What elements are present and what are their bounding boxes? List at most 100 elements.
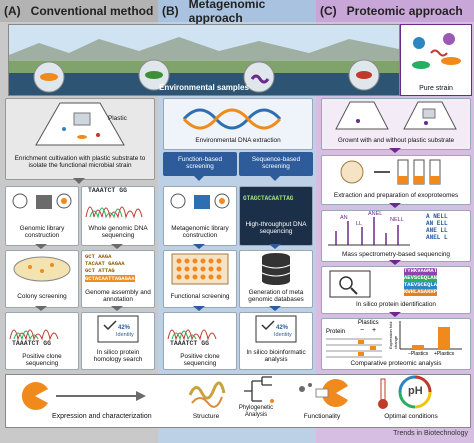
wgs-card: TAAATCT GG Whole genomic DNA sequencing: [81, 186, 155, 246]
characterization-strip: Expression and characterization Structur…: [5, 374, 471, 428]
functionality-icon: [299, 379, 348, 407]
petri-dish-icon: [13, 256, 71, 282]
identity-pct: 42%: [118, 325, 131, 331]
monitor-icon: [255, 315, 297, 343]
chromatogram-icon: [85, 206, 143, 219]
insilico-seq-1: TYHKVAGMAT: [404, 267, 438, 275]
ms-label: Mass spectrometry-based sequencing: [342, 251, 450, 258]
ph-icon: [398, 375, 432, 409]
panel-a-tag: (A): [4, 4, 21, 18]
flow-arrow: [35, 244, 47, 249]
hts-card: GTAGCTACAATTAG High-throughput DNA seque…: [239, 186, 313, 246]
databases-label: Generation of meta genomic databases: [248, 289, 304, 304]
sequence-based-card: Sequence-based screening: [239, 152, 313, 176]
sequence-based-label: Sequence-based screening: [251, 156, 301, 171]
hts-label: High-throughput DNA sequencing: [245, 221, 307, 236]
panel-a-title: Conventional method: [30, 4, 154, 18]
two-flasks-icon: [335, 101, 457, 130]
environment-label: Environmental samples: [159, 83, 249, 92]
credit-text: Trends in Biotechnology: [393, 430, 468, 437]
panel-a-header: (A) Conventional method: [0, 0, 158, 22]
exoproteome-card: Extraction and preparation of exoproteom…: [321, 155, 471, 205]
plastics-header: Plastics: [358, 320, 379, 326]
protein-label: Protein: [326, 329, 346, 335]
environment-banner: Environmental samples: [8, 24, 400, 96]
y-axis-label: Expression fold change: [388, 321, 398, 349]
flow-arrow: [193, 244, 205, 249]
homology-label: In silico protein homology search: [93, 349, 143, 364]
insilico-label: In silico protein identification: [356, 301, 436, 308]
assembly-label: Genome assembly and annotation: [85, 289, 151, 304]
growth-card: Grownt with and without plastic substrat…: [321, 98, 471, 150]
flow-arrow: [389, 312, 401, 317]
meta-positive-seq: TAAATCT GG: [170, 340, 210, 347]
panel-b-title: Metagenomic approach: [188, 0, 266, 25]
plus-plastics-label: +Plastics: [434, 351, 455, 357]
pacman-enzyme-icon: [21, 382, 48, 410]
colony-card: Colony screening: [5, 250, 79, 308]
homology-card: 42% Identity In silico protein homology …: [81, 312, 155, 370]
dna-extraction-label: Environmental DNA extraction: [195, 137, 281, 144]
flow-arrow: [389, 148, 401, 153]
wgs-label: Whole genomic DNA sequencing: [88, 225, 148, 240]
assembly-card: GCT AAGA TACAAT GAGAA GCT ATTAG GCTACAAT…: [81, 250, 155, 308]
plastic-label: Plastic: [108, 115, 127, 122]
comparative-card: Plastics Protein − + Expression fold cha…: [321, 318, 471, 370]
positive-clone-label: Positive clone sequencing: [22, 353, 62, 368]
microbe-icons: [412, 33, 461, 69]
panel-b-header: (B) Metagenomic approach: [158, 0, 316, 25]
peak-label-nell: NELL: [390, 217, 404, 223]
positive-seq: TAAATCT GG: [12, 340, 52, 347]
protein-table-grid: [326, 338, 382, 358]
flow-arrow: [111, 244, 123, 249]
assembly-seq-3: GCT ATTAG: [85, 267, 115, 274]
flow-arrow: [193, 175, 205, 181]
flow-arrow: [269, 244, 281, 249]
plus-col: +: [372, 327, 377, 334]
hts-sequence: GTAGCTACAATTAG: [243, 195, 294, 202]
chromatogram-icon: [9, 329, 59, 341]
enrichment-text: Enrichment cultivation with plastic subs…: [14, 155, 146, 170]
flow-arrow: [269, 175, 281, 181]
phylogenetic-label: Phylogenetic Analysis: [238, 405, 274, 419]
dna-extraction-card: Environmental DNA extraction: [163, 98, 313, 150]
functionality-label: Functionality: [303, 413, 341, 420]
exoproteome-label: Extraction and preparation of exoproteom…: [333, 192, 459, 199]
functional-screening-label: Functional screening: [170, 293, 230, 300]
wgs-sequence: TAAATCT GG: [88, 187, 128, 194]
peak-label-anel: ANEL: [368, 211, 383, 217]
panel-c-title: Proteomic approach: [346, 4, 463, 18]
insilico-card: TYHKVAGMAT AEVSCEQLAN TAEVSCEQLA KWHLAGA…: [321, 266, 471, 314]
monitor-icon: [97, 315, 139, 343]
peak-label-an: AN: [340, 215, 348, 221]
extraction-icon: [340, 159, 441, 185]
assembly-seq-1: GCT AAGA: [85, 253, 112, 260]
meta-library-card: Metagenomic library construction: [163, 186, 237, 246]
pure-strain-box: Pure strain: [400, 24, 472, 96]
spectrum-icon: [328, 217, 410, 246]
library-icon: [170, 193, 230, 209]
optimal-label: Optimal conditions: [384, 413, 438, 420]
ph-label: pH: [408, 385, 423, 397]
minus-plastics-label: −Plastics: [408, 351, 429, 357]
genomic-library-label: Genomic library construction: [19, 225, 65, 240]
insilico-seq-3: TAEVSCEQLA: [404, 281, 438, 289]
ms-seq-2: AN ELL: [426, 220, 448, 227]
dna-helix-icon: [182, 108, 282, 130]
pure-strain-label: Pure strain: [419, 85, 453, 92]
function-based-card: Function-based screening: [163, 152, 237, 176]
long-arrow-icon: [56, 391, 146, 401]
flow-arrow: [389, 260, 401, 265]
fold-change-bars: [399, 321, 462, 350]
assembly-seq-2: TACAAT GAGAA: [85, 260, 125, 267]
comparative-label: Comparative proteomic analysis: [350, 360, 442, 367]
panel-c-header: (C) Proteomic approach: [316, 0, 474, 22]
meta-positive-card: TAAATCT GG Positive clone sequencing: [163, 312, 237, 370]
ms-seq-4: ANEL L: [426, 234, 448, 241]
ms-seq-1: A NELL: [426, 213, 448, 220]
identity-label: Identity: [116, 332, 134, 338]
insilico-seq-2: AEVSCEQLAN: [404, 274, 438, 282]
flask-icon: [35, 102, 125, 146]
meta-identity-pct: 42%: [276, 325, 289, 331]
meta-positive-label: Positive clone sequencing: [180, 353, 220, 368]
